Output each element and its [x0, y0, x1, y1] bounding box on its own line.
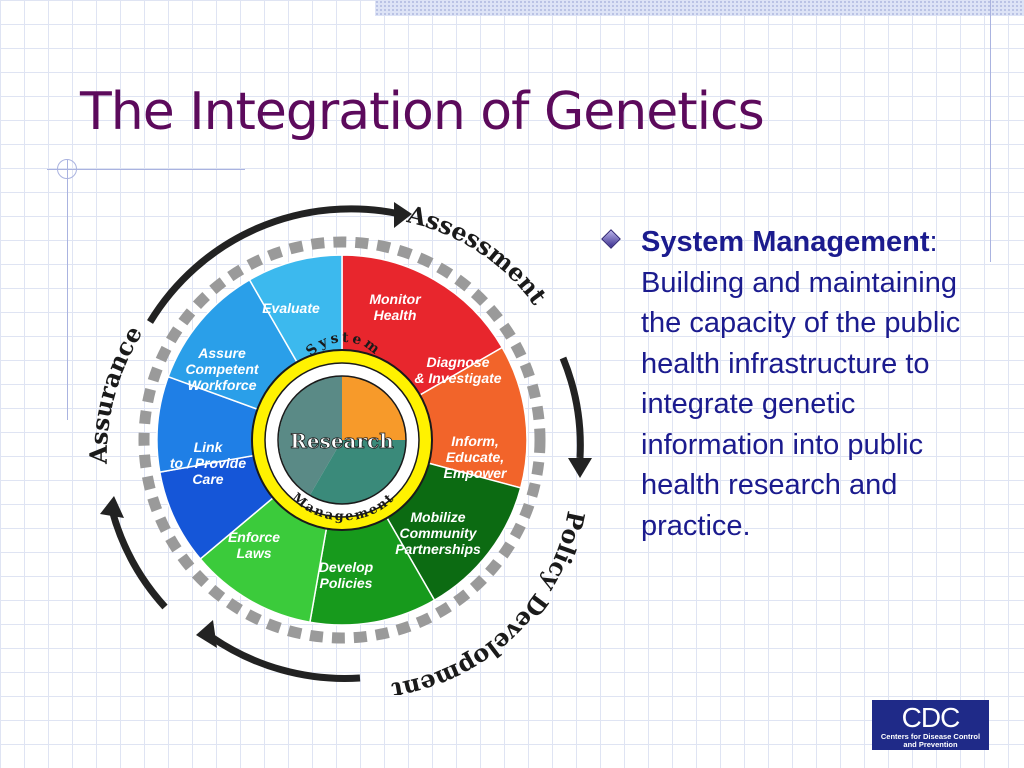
sector-diagnose-investigate: [340, 346, 528, 489]
assessment-arrowhead: [394, 202, 412, 228]
sector-label-inform-educate-empower: Inform,Educate,Empower: [443, 433, 508, 481]
sector-label-line: Evaluate: [262, 300, 320, 316]
bullet-colon: :: [929, 226, 938, 258]
right-guide-line: [990, 0, 991, 262]
center-outline: [277, 375, 407, 505]
top-decoration-band: [375, 0, 1024, 16]
center-gray-half: [278, 376, 342, 495]
sector-label-line: Enforce: [228, 529, 280, 545]
guide-ring-mark: [57, 159, 77, 179]
diamond-bullet-icon: [601, 229, 621, 249]
sector-label-line: Assure: [197, 345, 246, 361]
assurance-arrowhead: [100, 496, 124, 518]
sector-label-diagnose-investigate: Diagnose& Investigate: [414, 354, 501, 386]
sector-link-provide-care: [156, 375, 345, 473]
cdc-logo: CDC Centers for Disease Control and Prev…: [872, 700, 989, 750]
center-teal-quarter: [310, 440, 406, 504]
sector-label-line: & Investigate: [414, 370, 501, 386]
assessment-arrow: [147, 205, 401, 324]
cdc-logo-line2: and Prevention: [903, 740, 958, 749]
sector-label-line: Partnerships: [395, 541, 481, 557]
sector-label-line: Empower: [443, 465, 508, 481]
sector-label-line: Care: [192, 471, 223, 487]
cdc-logo-line1: Centers for Disease Control: [880, 732, 981, 741]
center-research-label: Research: [290, 429, 394, 453]
bullet-heading: System Management: [641, 226, 930, 258]
sector-label-line: Link: [194, 439, 224, 455]
slide-title: The Integration of Genetics: [80, 82, 765, 142]
sector-label-line: Competent: [185, 361, 259, 377]
sector-label-line: Mobilize: [410, 509, 465, 525]
policy-arrow: [559, 356, 584, 459]
sector-label-line: Community: [400, 525, 478, 541]
development-arrow: [207, 633, 361, 682]
sector-label-line: Educate,: [446, 449, 504, 465]
sector-label-line: Monitor: [369, 291, 422, 307]
bullet-text: System Management: Building and maintain…: [641, 222, 984, 546]
sector-label-line: Inform,: [451, 433, 498, 449]
sector-label-line: to / Provide: [170, 455, 246, 471]
sector-label-evaluate: Evaluate: [262, 300, 320, 316]
cdc-logo-letters: CDC: [901, 702, 961, 733]
title-underline: [47, 169, 245, 170]
sector-label-line: Workforce: [188, 377, 257, 393]
assurance-arrow: [108, 509, 168, 610]
center-orange-quarter: [342, 376, 406, 440]
bullet-body: Building and maintaining the capacity of…: [641, 266, 961, 542]
outer-label-assurance: Assurance: [84, 320, 148, 465]
sector-label-line: Develop: [319, 559, 374, 575]
dashed-ring: [138, 236, 546, 644]
sector-label-line: Policies: [320, 575, 373, 591]
sector-label-line: Diagnose: [426, 354, 489, 370]
left-guide-line: [67, 160, 68, 420]
bullet-point: System Management: Building and maintain…: [601, 222, 984, 546]
policy-arrowhead: [568, 458, 592, 478]
sector-label-line: Laws: [236, 545, 271, 561]
sector-label-line: Health: [374, 307, 417, 323]
development-arrowhead: [196, 620, 217, 648]
outer-arrows: [100, 202, 592, 682]
